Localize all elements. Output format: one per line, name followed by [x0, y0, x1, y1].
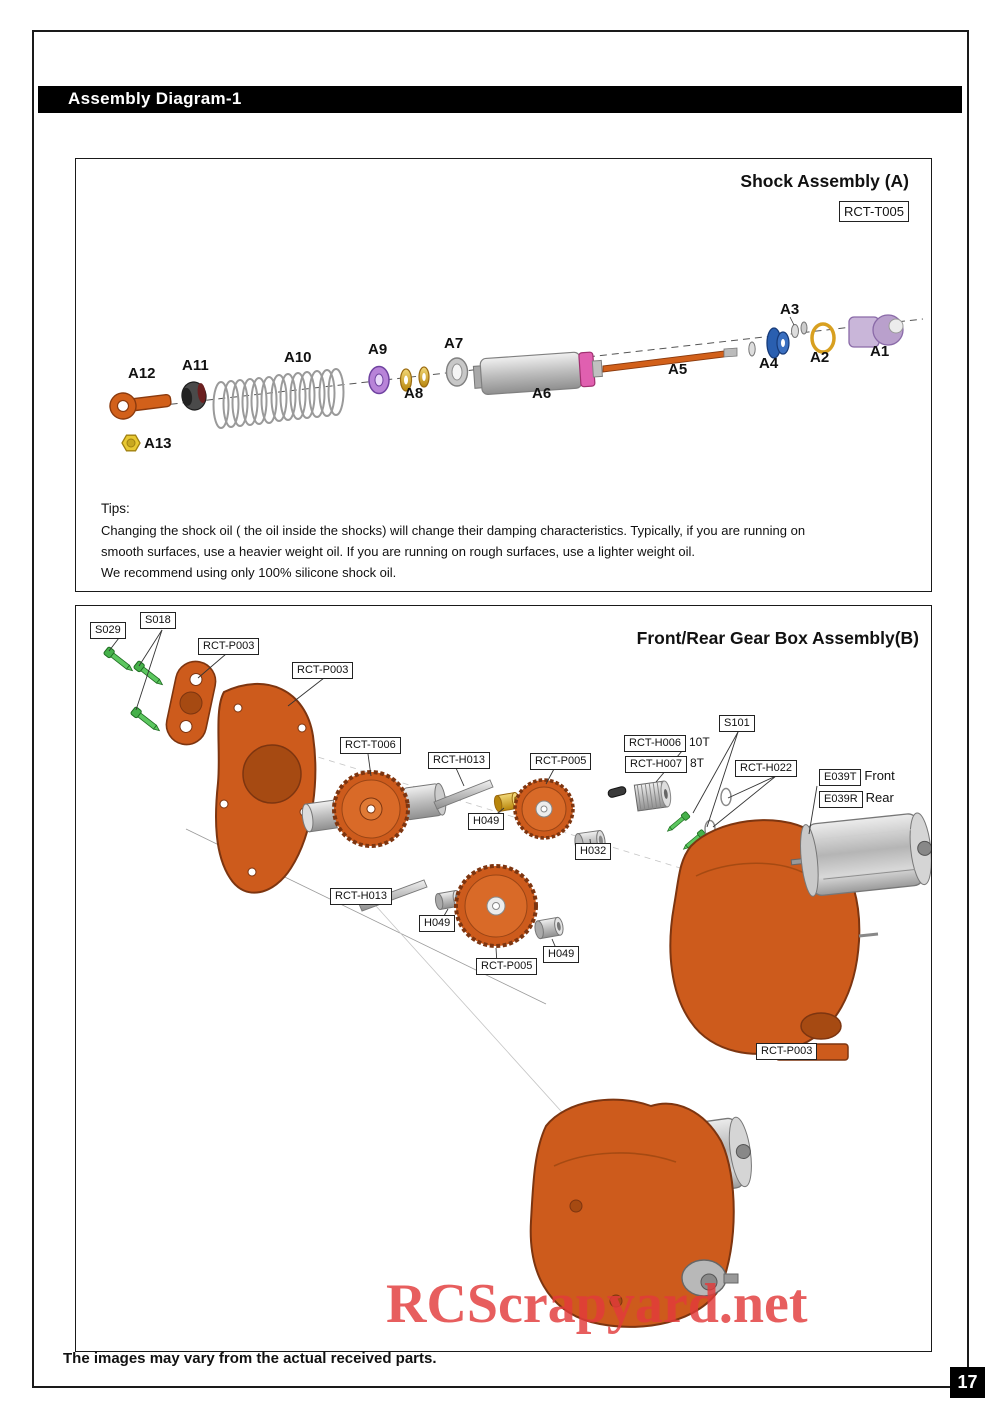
set-pin: [607, 786, 627, 798]
screw-green-3: [130, 706, 161, 732]
pinion-gear: [633, 780, 672, 812]
part-code-h049-2: H049: [419, 915, 456, 932]
shock-section-title: Shock Assembly (A): [740, 171, 909, 191]
shock-tiny-washers: [789, 316, 808, 338]
part-label-a13: A13: [144, 435, 172, 452]
gearbox-diagram: [103, 629, 931, 1328]
part-label-a3: A3: [780, 301, 800, 318]
shock-blue-bushing: [766, 327, 790, 359]
spur-gear-assembly: [301, 770, 447, 848]
part-code-s018: S018: [140, 612, 176, 629]
part-code-rct-t006: RCT-T006: [340, 737, 401, 754]
part-label-a12: A12: [128, 365, 156, 382]
shock-gold-washers: [399, 366, 430, 392]
screw-green-2: [133, 660, 164, 686]
shock-spring: [212, 368, 345, 429]
page-title: Assembly Diagram-1: [68, 89, 242, 108]
part-code-rct-h007: RCT-H007: [625, 756, 687, 773]
shock-shaft: [602, 347, 738, 373]
part-label-a1: A1: [870, 343, 890, 360]
part-code-rct-h022: RCT-H022: [735, 760, 797, 777]
shock-small-washer: [748, 341, 756, 357]
part-label-a6: A6: [532, 385, 552, 402]
shock-body: [472, 351, 603, 395]
e039r-note: Rear: [865, 790, 894, 805]
part-label-a5: A5: [668, 361, 688, 378]
tips-line-3: We recommend using only 100% silicone sh…: [101, 565, 397, 580]
e039t-note: Front: [864, 768, 895, 783]
screw-green-1: [103, 646, 134, 672]
footer-note: The images may vary from the actual rece…: [63, 1350, 437, 1367]
part-code-s029: S029: [90, 622, 126, 639]
part-code-rct-h006: RCT-H006: [624, 735, 686, 752]
shock-rod-end: [109, 392, 172, 420]
part-code-rct-h013-2: RCT-H013: [330, 888, 392, 905]
gearbox-section-title: Front/Rear Gear Box Assembly(B): [636, 628, 919, 648]
tooth-count-8t: 8T: [689, 756, 704, 770]
part-label-a7: A7: [444, 335, 464, 352]
gearbox-side-plate: [214, 682, 317, 894]
leader-lines: [108, 629, 818, 965]
part-code-rct-p005-1: RCT-P005: [530, 753, 592, 770]
part-code-e039t: E039T: [819, 769, 862, 786]
part-label-a9: A9: [368, 341, 388, 358]
shock-nut: [121, 434, 141, 452]
shock-gold-ring: [810, 322, 836, 354]
part-code-rct-p003-3: RCT-P003: [756, 1043, 818, 1060]
part-code-rct-p005-2: RCT-P005: [476, 958, 538, 975]
part-label-a10: A10: [284, 349, 312, 366]
part-code-rct-t005: RCT-T005: [839, 201, 909, 222]
bearing-low: [534, 916, 564, 940]
shock-silver-ring: [445, 357, 469, 387]
page-border: [32, 30, 969, 1388]
part-code-rct-h013-1: RCT-H013: [428, 752, 490, 769]
part-code-h032: H032: [575, 843, 612, 860]
shock-cap: [848, 314, 904, 348]
part-label-a8: A8: [404, 385, 424, 402]
motor: [790, 812, 931, 897]
part-label-a11: A11: [182, 357, 209, 374]
assembled-gearbox: [529, 1098, 752, 1328]
part-code-rct-p003-2: RCT-P003: [292, 662, 354, 679]
part-label-a2: A2: [810, 349, 830, 366]
tooth-count-10t: 10T: [688, 735, 710, 749]
idler-gear-low: [454, 864, 538, 948]
header-bar: [38, 86, 962, 113]
idler-gear-top: [513, 778, 575, 840]
bearing-gold-top: [493, 791, 521, 813]
shock-spring-cup: [181, 381, 207, 411]
shock-diagram: [109, 314, 924, 452]
part-code-rct-p003-1: RCT-P003: [198, 638, 260, 655]
part-code-s101: S101: [719, 715, 755, 732]
gear-shaft-top: [433, 779, 494, 810]
page-number: 17: [950, 1367, 985, 1398]
tips-heading: Tips:: [101, 501, 130, 516]
screw-green-s101-a: [666, 811, 691, 832]
gearbox-assembly-section: Front/Rear Gear Box Assembly(B): [75, 605, 932, 1352]
shock-assembly-section: Shock Assembly (A) RCT-T005: [75, 158, 932, 592]
shock-purple-washer: [368, 365, 390, 395]
part-label-a4: A4: [759, 355, 779, 372]
tips-line-2: smooth surfaces, use a heavier weight oi…: [101, 544, 695, 559]
part-code-e039r: E039R: [819, 791, 863, 808]
part-code-h049-3: H049: [543, 946, 580, 963]
part-code-h049-1: H049: [468, 813, 505, 830]
motor-plate: [165, 660, 217, 746]
tips-line-1: Changing the shock oil ( the oil inside …: [101, 523, 806, 538]
